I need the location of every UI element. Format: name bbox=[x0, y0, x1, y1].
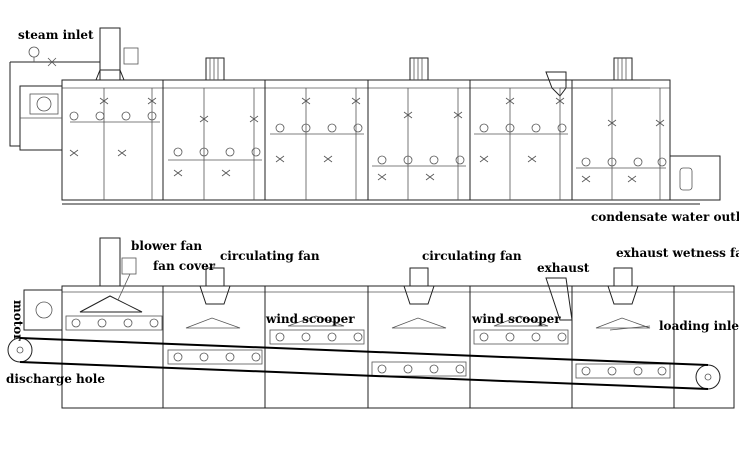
valve-marks bbox=[69, 97, 665, 183]
label-wind-scooper-2: wind scooper bbox=[471, 312, 561, 326]
label-discharge-hole: discharge hole bbox=[6, 372, 105, 386]
leader-lines bbox=[117, 264, 651, 331]
label-exhaust: exhaust bbox=[537, 261, 590, 275]
top-dryer-elevation bbox=[9, 27, 721, 205]
loading-pulley bbox=[695, 364, 721, 390]
label-loading-inlet: loading inlet bbox=[659, 319, 739, 333]
label-wind-scooper-1: wind scooper bbox=[265, 312, 355, 326]
label-circulating-fan-2: circulating fan bbox=[422, 249, 522, 263]
label-condensate-outlet: condensate water outlet bbox=[591, 210, 739, 224]
bottom-dryer-elevation bbox=[7, 237, 735, 409]
fan-circles-top bbox=[69, 111, 667, 167]
label-circulating-fan-1: circulating fan bbox=[220, 249, 320, 263]
label-steam-inlet: steam inlet bbox=[18, 28, 94, 42]
motor-pulley bbox=[7, 337, 33, 363]
label-motor: motor bbox=[11, 300, 25, 341]
label-blower-fan: blower fan bbox=[131, 239, 202, 253]
fan-circles-bottom bbox=[71, 318, 667, 376]
label-fan-cover: fan cover bbox=[153, 259, 216, 273]
labels: steam inlet condensate water outlet blow… bbox=[6, 28, 739, 386]
label-exhaust-wetness-fan: exhaust wetness fan bbox=[616, 246, 739, 260]
